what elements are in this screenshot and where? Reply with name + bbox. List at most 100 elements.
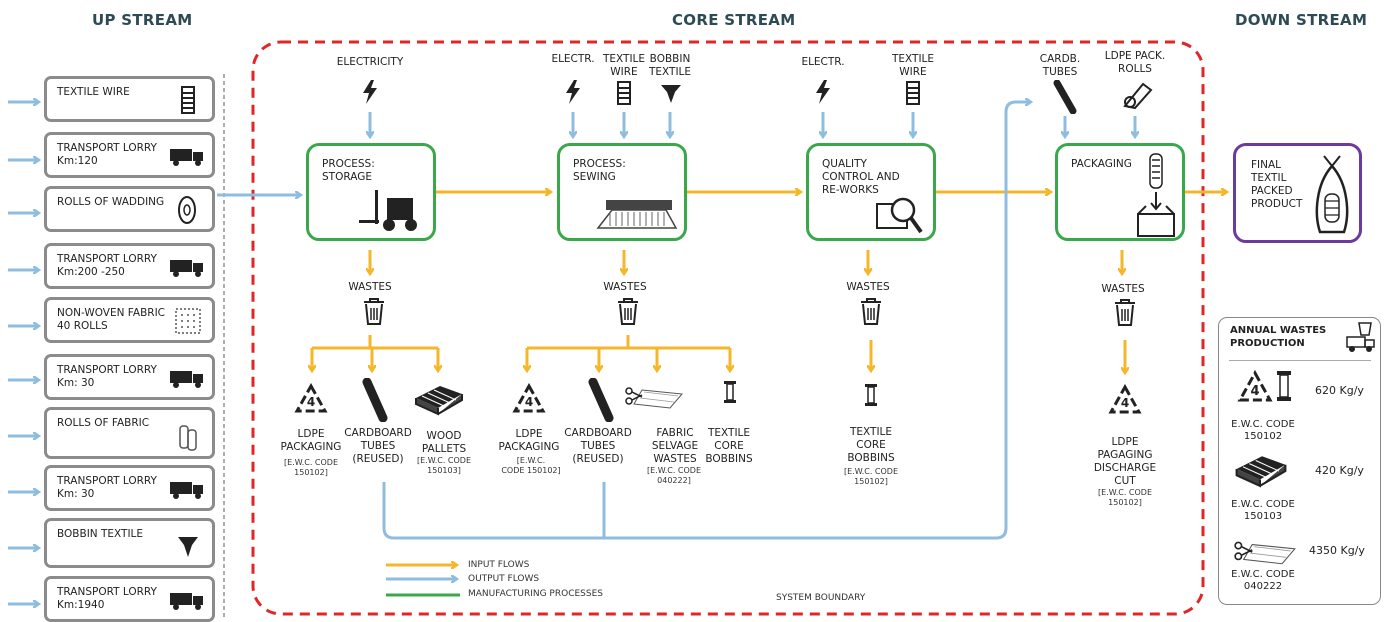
- cardboard-tube-icon: [1053, 80, 1077, 114]
- waste-label: TEXTILE CORE BOBBINS: [705, 427, 753, 465]
- upstream-header: UP STREAM: [92, 11, 193, 29]
- waste-label: LDPE PACKAGING: [280, 428, 342, 453]
- corestream-header: CORE STREAM: [672, 11, 796, 29]
- waste-code: [E.W.C. CODE 150102]: [1097, 488, 1153, 507]
- sewing-machine-icon: [596, 200, 678, 229]
- roll-icon: [178, 196, 196, 224]
- recycle-ldpe-icon: 4: [294, 383, 328, 413]
- trash-bin-icon: [364, 298, 384, 325]
- upstream-item-label: NON-WOVEN FABRIC 40 ROLLS: [57, 307, 165, 332]
- input-label: TEXTILE WIRE: [602, 53, 646, 78]
- plastic-roll-icon: [1123, 82, 1153, 110]
- pallet-icon: [1235, 456, 1287, 488]
- process-label: QUALITY CONTROL AND RE-WORKS: [822, 158, 900, 196]
- annual-value: 4350 Kg/y: [1309, 544, 1365, 557]
- process-sewing: PROCESS: SEWING: [557, 143, 687, 241]
- annual-code: E.W.C. CODE 150102: [1231, 419, 1295, 442]
- spool-icon: [617, 81, 631, 105]
- lightning-icon: [566, 80, 580, 104]
- process-storage: PROCESS: STORAGE: [306, 143, 436, 241]
- forklift-icon: [359, 190, 417, 231]
- downstream-header: DOWN STREAM: [1235, 11, 1368, 29]
- upstream-item-label: TRANSPORT LORRY Km: 30: [57, 475, 157, 500]
- trash-bin-icon: [618, 298, 638, 325]
- annual-wastes-panel: ANNUAL WASTES PRODUCTION 4 620 Kg/y E.W.…: [1218, 317, 1381, 605]
- fabric-rolls-icon: [179, 425, 197, 451]
- waste-label: CARDBOARD TUBES (REUSED): [564, 427, 632, 465]
- waste-code: [E.W.C. CODE 150102]: [843, 467, 899, 486]
- lorry-icon: [170, 149, 203, 166]
- wastes-label: WASTES: [348, 281, 392, 293]
- lightning-icon: [363, 80, 377, 104]
- recycle-ldpe-icon: 4: [1237, 370, 1273, 402]
- reuse-loop: [382, 102, 1030, 540]
- upstream-item-label: TRANSPORT LORRY Km:120: [57, 142, 157, 167]
- process-input-arrows: [370, 112, 1135, 136]
- annual-value: 420 Kg/y: [1315, 464, 1364, 477]
- legend-manufacturing: MANUFACTURING PROCESSES: [468, 589, 603, 599]
- lorry-icon: [170, 260, 203, 277]
- bobbin-icon: [178, 537, 198, 557]
- spool-icon: [906, 81, 920, 105]
- lorry-icon: [170, 593, 203, 610]
- upstream-item-label: TRANSPORT LORRY Km: 30: [57, 364, 157, 389]
- spool-icon: [181, 86, 195, 114]
- final-product: FINAL TEXTIL PACKED PRODUCT: [1233, 143, 1362, 243]
- upstream-item: ROLLS OF WADDING: [44, 186, 215, 232]
- packed-product-icon: [1315, 155, 1349, 234]
- recycle-number: 4: [307, 395, 315, 409]
- cardboard-tube-icon: [362, 378, 388, 422]
- waste-code: [E.W.C. CODE 150103]: [416, 456, 472, 475]
- waste-label: LDPE PACKAGING: [498, 428, 560, 453]
- waste-truck-icon: [1346, 322, 1375, 352]
- input-label: CARDB. TUBES: [1039, 53, 1081, 78]
- system-boundary: [251, 40, 1205, 616]
- process-packaging: PACKAGING: [1055, 143, 1185, 241]
- legend-input: INPUT FLOWS: [468, 560, 530, 570]
- process-label: PROCESS: SEWING: [573, 158, 626, 183]
- waste-label: TEXTILE CORE BOBBINS: [847, 426, 895, 464]
- core-bobbin-icon: [865, 384, 877, 406]
- waste-arrows: [312, 250, 1125, 372]
- lorry-icon: [170, 371, 203, 388]
- legend-output: OUTPUT FLOWS: [468, 574, 540, 584]
- system-boundary-label: SYSTEM BOUNDARY: [776, 593, 866, 603]
- lorry-icon: [170, 482, 203, 499]
- bobbin-icon: [661, 85, 681, 103]
- input-label: BOBBIN TEXTILE: [648, 53, 692, 78]
- annual-code: E.W.C. CODE 040222: [1231, 569, 1295, 592]
- final-product-label: FINAL TEXTIL PACKED PRODUCT: [1251, 159, 1303, 210]
- lightning-icon: [816, 80, 830, 104]
- waste-label: CARDBOARD TUBES (REUSED): [344, 427, 412, 465]
- waste-code: [E.W.C. CODE 040222]: [646, 466, 702, 485]
- upstream-item: BOBBIN TEXTILE: [44, 518, 215, 568]
- recycle-number: 4: [1121, 396, 1129, 410]
- core-bobbin-icon: [724, 381, 736, 403]
- upstream-item: TRANSPORT LORRY Km:200 -250: [44, 243, 215, 289]
- process-label: PROCESS: STORAGE: [322, 158, 375, 183]
- waste-label: FABRIC SELVAGE WASTES: [651, 427, 699, 465]
- recycle-ldpe-icon: 4: [1108, 384, 1142, 414]
- legend-lines: [386, 565, 460, 597]
- recycle-number: 4: [525, 395, 533, 409]
- upstream-item-label: BOBBIN TEXTILE: [57, 528, 144, 540]
- upstream-item: NON-WOVEN FABRIC 40 ROLLS: [44, 297, 215, 343]
- upstream-item-label: ROLLS OF FABRIC: [57, 417, 150, 429]
- cardboard-tube-icon: [588, 378, 614, 422]
- waste-label: LDPE PAGAGING DISCHARGE CUT: [1093, 436, 1157, 487]
- wastes-label: WASTES: [1101, 283, 1145, 295]
- fabric-icon: [175, 308, 201, 334]
- annual-title: ANNUAL WASTES PRODUCTION: [1230, 325, 1327, 349]
- recycle-number: 4: [1250, 384, 1259, 399]
- input-label: TEXTILE WIRE: [891, 53, 935, 78]
- input-label: LDPE PACK. ROLLS: [1104, 50, 1166, 75]
- annual-code: E.W.C. CODE 150103: [1231, 499, 1295, 522]
- recycle-ldpe-icon: 4: [512, 383, 546, 413]
- upstream-item: TEXTILE WIRE: [44, 76, 215, 122]
- magnifier-icon: [876, 197, 923, 234]
- upstream-item: TRANSPORT LORRY Km: 30: [44, 354, 215, 400]
- scissors-fabric-icon: [625, 387, 684, 409]
- upstream-item: TRANSPORT LORRY Km: 30: [44, 465, 215, 511]
- upstream-item-label: ROLLS OF WADDING: [57, 196, 165, 208]
